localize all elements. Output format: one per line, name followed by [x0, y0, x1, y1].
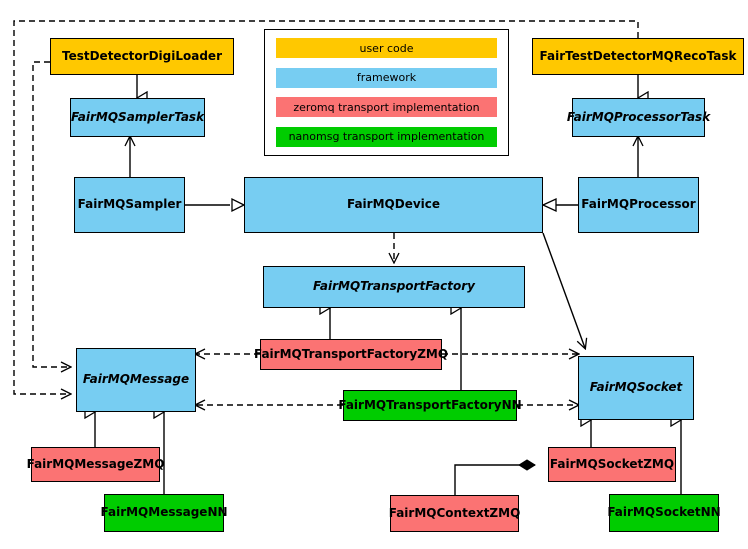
legend-item-nanomsg: nanomsg transport implementation: [276, 126, 497, 147]
node-label: FairMQSamplerTask: [70, 109, 205, 124]
node-label: FairMQTransportFactoryZMQ: [253, 346, 449, 361]
node-fair-mq-transport-factory[interactable]: FairMQTransportFactory: [263, 266, 525, 308]
node-fair-mq-processor-task[interactable]: FairMQProcessorTask: [567, 98, 710, 137]
node-label: FairMQProcessorTask: [566, 109, 711, 124]
node-label: FairMQTransportFactory: [313, 279, 475, 294]
node-fair-mq-transport-factory-zmq[interactable]: FairMQTransportFactoryZMQ: [254, 339, 448, 370]
node-fair-test-detector-mq-reco-task[interactable]: FairTestDetectorMQRecoTask: [532, 38, 744, 75]
node-label: FairMQMessage: [82, 372, 190, 387]
node-fair-mq-socket-zmq[interactable]: FairMQSocketZMQ: [548, 447, 676, 482]
legend-label: zeromq transport implementation: [293, 100, 480, 114]
legend-label: user code: [359, 41, 414, 55]
node-test-detector-digi-loader[interactable]: TestDetectorDigiLoader: [50, 38, 234, 75]
node-label: FairTestDetectorMQRecoTask: [539, 48, 737, 63]
node-fair-mq-processor[interactable]: FairMQProcessor: [578, 177, 699, 233]
node-fair-mq-sampler[interactable]: FairMQSampler: [74, 177, 185, 233]
legend-label: nanomsg transport implementation: [288, 130, 485, 144]
node-fair-mq-context-zmq[interactable]: FairMQContextZMQ: [388, 495, 521, 532]
node-fair-mq-sampler-task[interactable]: FairMQSamplerTask: [70, 98, 205, 137]
legend-panel: user code framework zeromq transport imp…: [264, 29, 509, 156]
node-label: FairMQSocketNN: [607, 505, 721, 520]
node-fair-mq-message-nn[interactable]: FairMQMessageNN: [100, 494, 228, 532]
node-fair-mq-message[interactable]: FairMQMessage: [76, 348, 196, 412]
node-fair-mq-device[interactable]: FairMQDevice: [244, 177, 543, 233]
node-label: FairMQSampler: [77, 197, 182, 212]
node-label: FairMQMessageNN: [100, 505, 228, 520]
node-label: FairMQSocketZMQ: [549, 456, 675, 471]
legend-item-user-code: user code: [276, 38, 497, 58]
node-label: FairMQSocket: [589, 380, 683, 395]
node-label: FairMQProcessor: [581, 197, 696, 212]
node-fair-mq-message-zmq[interactable]: FairMQMessageZMQ: [27, 447, 164, 482]
node-label: FairMQContextZMQ: [388, 505, 521, 520]
node-fair-mq-socket-nn[interactable]: FairMQSocketNN: [607, 494, 721, 532]
node-label: TestDetectorDigiLoader: [61, 48, 222, 63]
node-fair-mq-transport-factory-nn[interactable]: FairMQTransportFactoryNN: [338, 390, 522, 421]
legend-label: framework: [356, 71, 417, 85]
node-fair-mq-socket[interactable]: FairMQSocket: [578, 356, 694, 420]
node-label: FairMQMessageZMQ: [26, 456, 165, 471]
node-label: FairMQDevice: [346, 197, 441, 212]
legend-item-framework: framework: [276, 67, 497, 88]
node-label: FairMQTransportFactoryNN: [338, 397, 522, 412]
legend-item-zeromq: zeromq transport implementation: [276, 97, 497, 118]
